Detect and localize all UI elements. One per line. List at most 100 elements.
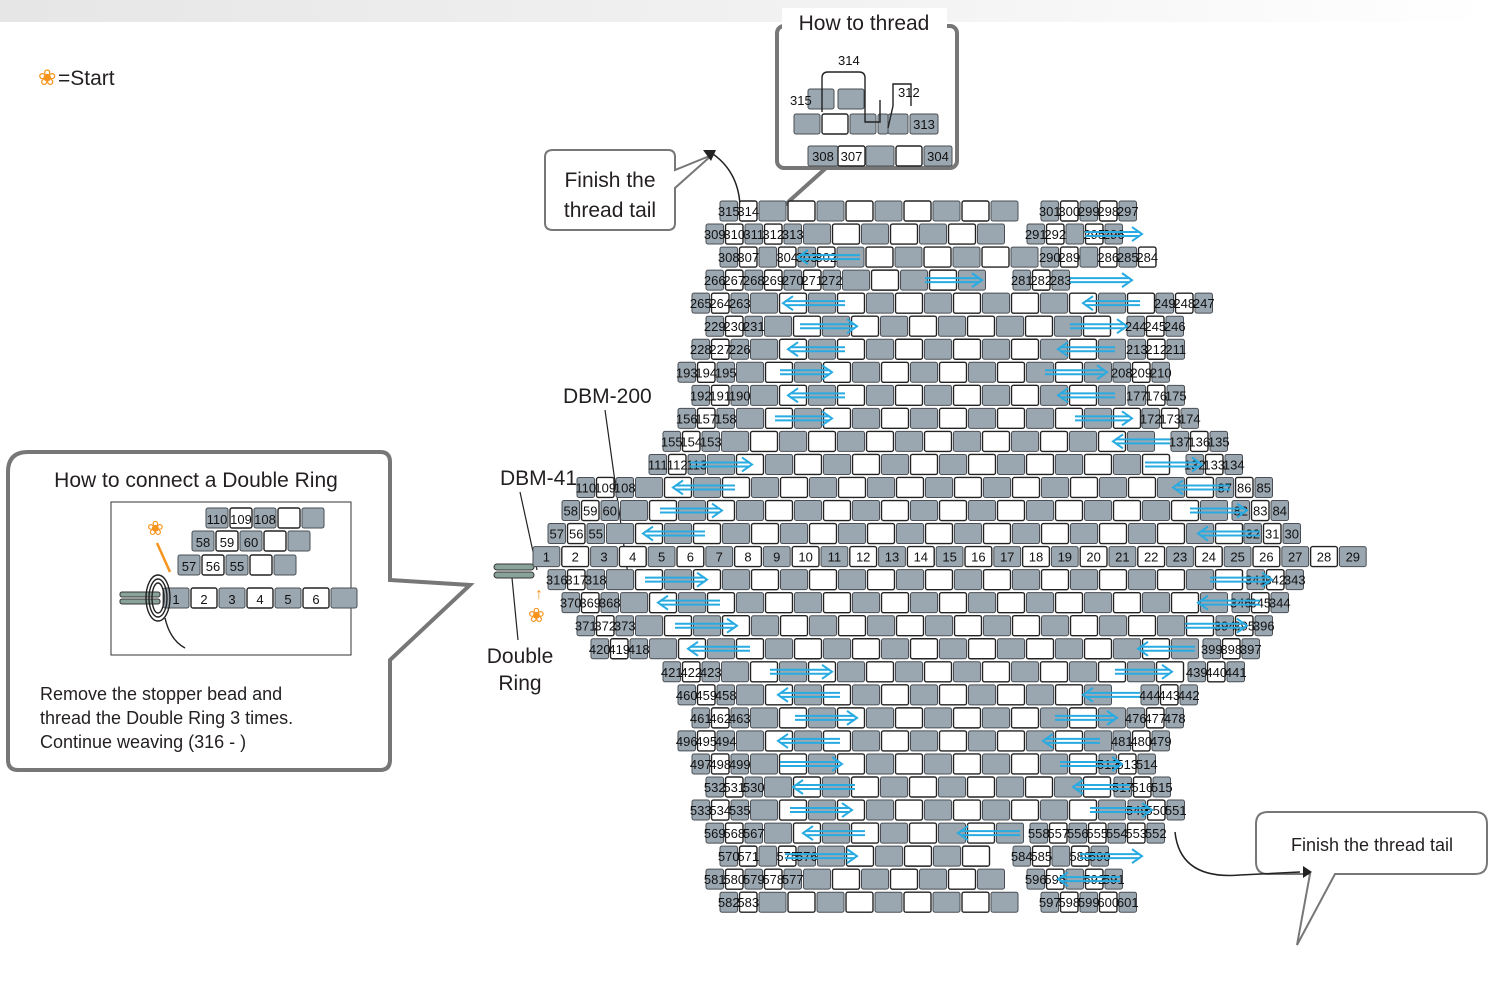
how-to-thread-title-bg — [782, 8, 947, 36]
inset-bead: 307 — [837, 145, 866, 167]
bead-blank — [779, 615, 809, 637]
bead-2: 2 — [561, 545, 590, 568]
bead-7: 7 — [705, 546, 734, 568]
connect-bead — [330, 587, 358, 609]
bead-blank — [865, 430, 895, 453]
bead-blank — [923, 430, 953, 453]
bead-blank — [1039, 661, 1069, 683]
direction-arrow — [1185, 617, 1249, 634]
bead-blank — [736, 407, 764, 429]
svg-text:190: 190 — [729, 388, 751, 403]
svg-text:12: 12 — [856, 550, 870, 565]
direction-arrow — [645, 571, 709, 588]
bead-blank — [822, 776, 850, 798]
svg-text:481: 481 — [1111, 734, 1133, 749]
bead-blank — [692, 522, 722, 545]
svg-text:310: 310 — [723, 227, 745, 242]
bead-311: 311 — [743, 223, 764, 245]
bead-512: 512 — [1097, 753, 1119, 775]
svg-text:515: 515 — [1151, 780, 1173, 795]
svg-text:208: 208 — [1111, 365, 1133, 380]
svg-text:342: 342 — [1264, 573, 1286, 588]
bead-blank — [1079, 246, 1098, 268]
bead-270: 270 — [782, 269, 804, 291]
bead-316: 316 — [546, 569, 568, 591]
bead-blank — [924, 753, 952, 775]
bead-blank — [677, 638, 707, 660]
bead-blank — [880, 499, 910, 522]
bead-313: 313 — [782, 223, 804, 245]
svg-text:17: 17 — [1000, 550, 1014, 565]
svg-text:57: 57 — [550, 527, 564, 542]
bead-370: 370 — [560, 592, 582, 614]
dbm41-label: DBM-41 — [500, 467, 577, 490]
svg-text:315: 315 — [718, 204, 740, 219]
svg-text:368: 368 — [599, 596, 621, 611]
bead-290: 290 — [1039, 246, 1061, 268]
bead-14: 14 — [906, 545, 935, 568]
bead-173: 173 — [1159, 407, 1181, 430]
bead-291: 291 — [1025, 223, 1047, 245]
svg-text:15: 15 — [942, 550, 956, 565]
bead-578: 578 — [762, 868, 784, 890]
bead-209: 209 — [1130, 361, 1152, 383]
bead-476: 476 — [1125, 707, 1147, 729]
bead-blank — [850, 315, 880, 337]
bead-59: 59 — [580, 499, 600, 522]
bead-blank — [1039, 430, 1069, 453]
bead-176: 176 — [1145, 384, 1167, 407]
bead-blank — [808, 707, 836, 729]
double-ring-icon — [119, 574, 186, 649]
svg-text:87: 87 — [1218, 480, 1232, 495]
svg-text:530: 530 — [743, 780, 765, 795]
bead-133: 133 — [1203, 453, 1225, 476]
bead-blank — [1157, 476, 1185, 498]
bead-blank — [952, 246, 981, 268]
svg-text:56: 56 — [569, 527, 583, 542]
bead-441: 441 — [1225, 661, 1247, 683]
svg-text:463: 463 — [729, 711, 751, 726]
svg-text:442: 442 — [1178, 688, 1200, 703]
bead-blank — [1070, 569, 1098, 591]
svg-text:283: 283 — [1050, 273, 1072, 288]
bead-blank — [1068, 338, 1098, 360]
bead-blank — [1097, 661, 1127, 683]
bead-blank — [1025, 638, 1055, 660]
bead-blank — [983, 615, 1011, 637]
svg-text:226: 226 — [729, 342, 751, 357]
svg-text:4: 4 — [629, 550, 636, 565]
svg-text:212: 212 — [1145, 342, 1167, 357]
bead-blank — [938, 361, 968, 383]
bead-blank — [981, 246, 1010, 268]
svg-text:551: 551 — [1165, 803, 1187, 818]
svg-text:369: 369 — [579, 596, 601, 611]
svg-text:578: 578 — [762, 872, 784, 887]
bead-blank — [924, 799, 952, 821]
bead-blank — [1068, 384, 1098, 407]
bead-blank — [1112, 499, 1142, 522]
direction-arrow — [1196, 594, 1260, 611]
bead-13: 13 — [878, 546, 906, 568]
bead-blank — [990, 891, 1019, 913]
bead-554: 554 — [1106, 822, 1128, 844]
svg-text:155: 155 — [661, 434, 683, 449]
bead-87: 87 — [1215, 476, 1234, 498]
bead-blank — [1026, 684, 1054, 706]
bead-269: 269 — [762, 269, 784, 291]
bead-18: 18 — [1021, 545, 1051, 568]
svg-text:399: 399 — [1201, 642, 1223, 657]
bead-blank — [880, 407, 910, 430]
svg-text:535: 535 — [729, 803, 751, 818]
svg-text:86: 86 — [1237, 480, 1251, 495]
bead-175: 175 — [1165, 384, 1187, 406]
svg-text:22: 22 — [1144, 550, 1158, 565]
bead-blank — [961, 891, 990, 913]
bead-85: 85 — [1254, 476, 1273, 498]
bead-blank — [928, 269, 958, 291]
svg-text:267: 267 — [723, 273, 745, 288]
bead-494: 494 — [715, 730, 737, 752]
bead-577: 577 — [782, 868, 804, 890]
bead-271: 271 — [801, 269, 823, 291]
bead-590: 590 — [1089, 845, 1111, 867]
bead-516: 516 — [1131, 776, 1153, 798]
